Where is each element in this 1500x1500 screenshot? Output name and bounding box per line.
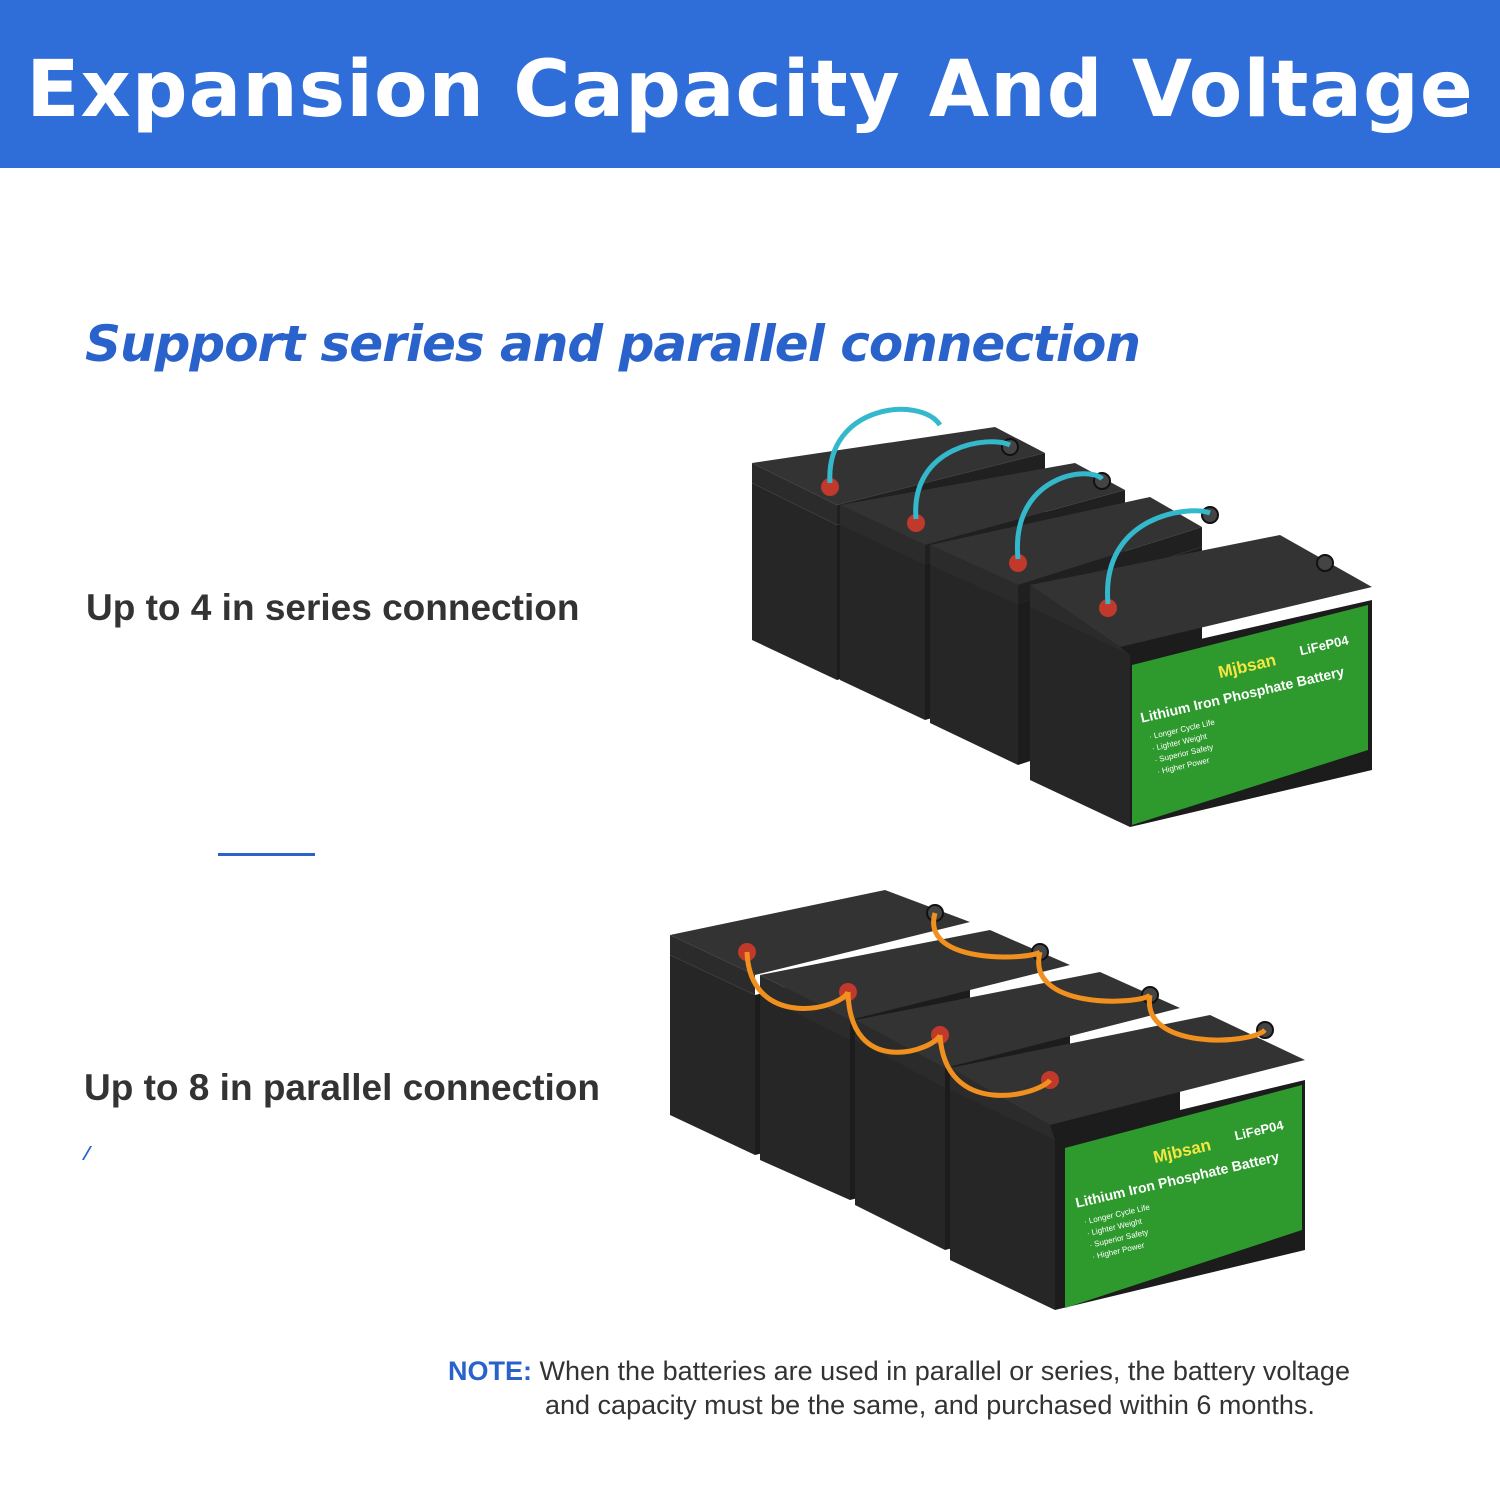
- parallel-battery-illustration: Mjbsan LiFeP04 Lithium Iron Phosphate Ba…: [670, 890, 1305, 1310]
- divider: [218, 853, 315, 856]
- battery-4: Mjbsan LiFeP04 Lithium Iron Phosphate Ba…: [950, 1015, 1305, 1310]
- tick-mark: [81, 1146, 99, 1160]
- battery-4: Mjbsan LiFeP04 Lithium Iron Phosphate Ba…: [1030, 535, 1372, 827]
- note: NOTE: When the batteries are used in par…: [448, 1354, 1448, 1422]
- terminal-positive: [821, 478, 839, 496]
- header-banner: Expansion Capacity And Voltage: [0, 0, 1500, 168]
- note-line-2: and capacity must be the same, and purch…: [545, 1390, 1315, 1420]
- series-connection-label: Up to 4 in series connection: [86, 587, 580, 628]
- note-line-1: When the batteries are used in parallel …: [539, 1356, 1350, 1386]
- battery-label-panel: [1065, 1085, 1302, 1308]
- battery-label-panel: [1132, 605, 1368, 825]
- parallel-connection-label: Up to 8 in parallel connection: [84, 1067, 601, 1108]
- note-label: NOTE:: [448, 1356, 532, 1386]
- page-title: Expansion Capacity And Voltage: [26, 45, 1474, 135]
- series-cables: [827, 406, 1211, 605]
- series-battery-illustration: Mjbsan LiFeP04 Lithium Iron Phosphate Ba…: [752, 406, 1372, 827]
- subheading: Support series and parallel connection: [85, 315, 1141, 373]
- parallel-cables: [744, 912, 1267, 1098]
